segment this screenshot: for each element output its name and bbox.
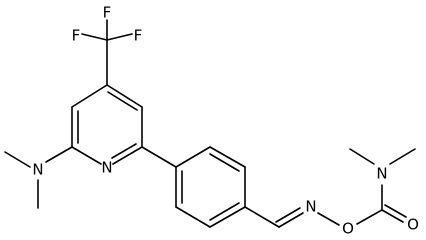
atom-label-f3: F — [134, 27, 143, 45]
atom-label-f1: F — [72, 27, 81, 45]
bond-ph-4-5-inner — [209, 202, 240, 221]
phenyl-ring — [175, 146, 246, 228]
bond-ph-5-6 — [175, 206, 211, 228]
atom-label-n-oxime: N — [305, 198, 316, 216]
bond-ph-2-3-inner — [209, 153, 240, 172]
atom-label-n-pyridine: N — [101, 159, 112, 177]
bond-c4-c3 — [71, 84, 108, 108]
trifluoromethyl-group — [81, 19, 133, 86]
bond-ch-n-double-b — [275, 207, 301, 223]
bond-c4-c5-inner — [107, 91, 138, 111]
bond-c2-nme2 — [45, 146, 73, 163]
bond-n-methyl-1 — [4, 151, 31, 168]
bond-ph-4-5 — [209, 206, 246, 228]
dimethylamino-group — [4, 146, 73, 209]
bond-ph-2-3 — [209, 146, 246, 168]
bond-n-methyl-b — [389, 148, 416, 165]
bond-n-methyl-a — [349, 148, 375, 165]
bond-c-o-double-a — [381, 209, 404, 223]
atom-label-n-carbamate: N — [376, 165, 387, 183]
pyridine-ring — [71, 84, 143, 165]
bond-c-f1 — [81, 33, 108, 41]
bond-ph-1-2 — [175, 146, 211, 168]
bond-c-f3 — [106, 33, 133, 41]
bond-c-o-double-b — [384, 204, 407, 218]
bond-c4-c5 — [106, 84, 143, 108]
bond-ph-ch — [244, 206, 280, 228]
atom-label-f2: F — [103, 4, 112, 22]
atom-label-o-oxime: O — [342, 220, 354, 237]
bond-o-c — [356, 209, 383, 225]
bond-c2-n1 — [71, 146, 102, 165]
bond-c6-n1 — [112, 146, 143, 165]
bond-pyridine-phenyl — [141, 146, 177, 168]
bond-n-o — [317, 212, 340, 226]
bond-c6-n1-inner — [111, 143, 137, 159]
atom-label-o-carbonyl: O — [407, 216, 419, 234]
oxime-carbamate-chain — [244, 148, 416, 228]
atom-label-n-dimethylamino: N — [32, 161, 43, 179]
bond-ch-n-double-a — [278, 212, 304, 228]
